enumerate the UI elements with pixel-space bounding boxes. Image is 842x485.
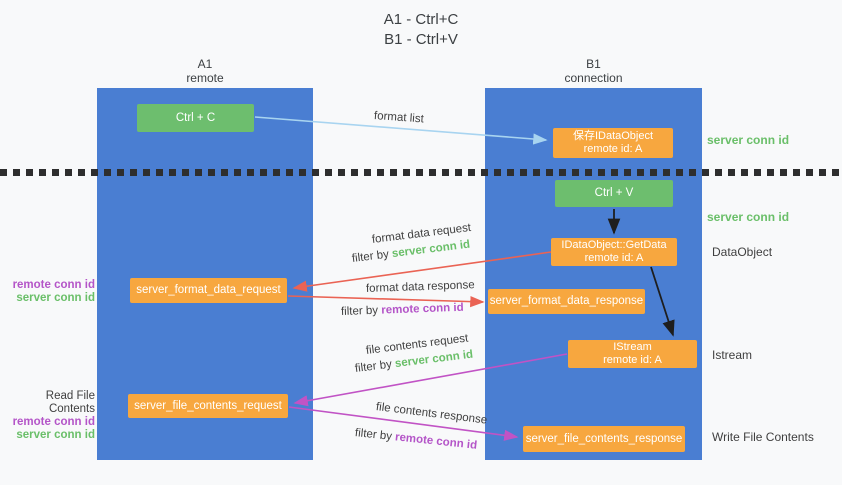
format-response-label: server_format_data_response	[489, 295, 644, 307]
write-file-contents-label: Write File Contents	[712, 430, 814, 444]
server-conn-id-label-1: server conn id	[16, 292, 95, 304]
remote-conn-id-filter-text-2: remote conn id	[394, 431, 478, 452]
filter-by-remote-conn-id-label-2: filter by remote conn id	[354, 427, 477, 452]
ctrl-c-node: Ctrl + C	[137, 104, 254, 132]
remote-conn-id-filter-text-1: remote conn id	[381, 301, 464, 317]
filter-by-remote-conn-id-label-1: filter by remote conn id	[341, 302, 464, 318]
idataobject-getdata-node: IDataObject::GetData remote id: A	[551, 238, 677, 266]
filter-by-text: filter by	[351, 248, 390, 265]
left-conn-id-block-1: remote conn id server conn id	[0, 279, 95, 305]
filter-by-text: filter by	[340, 304, 379, 318]
right-column-subtitle: connection	[564, 71, 623, 85]
file-contents-response-label: file contents response	[375, 401, 488, 427]
istream-line1: IStream	[613, 341, 652, 353]
format-request-label: server_format_data_request	[136, 284, 281, 296]
left-column-subtitle: remote	[186, 71, 224, 85]
filter-by-server-conn-id-label-1: filter by server conn id	[351, 239, 470, 265]
title-line-1: A1 - Ctrl+C	[383, 11, 459, 28]
filter-by-text: filter by	[354, 358, 393, 375]
getdata-line2: remote id: A	[584, 252, 644, 264]
left-conn-id-block-2: Read File Contents remote conn id server…	[0, 390, 95, 442]
istream-line2: remote id: A	[603, 354, 662, 366]
copy-paste-separator-dotted-line	[0, 169, 842, 176]
istream-side-label: Istream	[712, 348, 753, 362]
file-request-label: server_file_contents_request	[134, 399, 282, 412]
server-conn-id-label-2: server conn id	[16, 429, 95, 441]
server-file-contents-request-node: server_file_contents_request	[128, 394, 288, 418]
ctrl-v-label: Ctrl + V	[594, 187, 634, 199]
server-format-data-request-node: server_format_data_request	[130, 278, 287, 303]
diagram-title: A1 - Ctrl+C B1 - Ctrl+V	[0, 10, 842, 50]
left-column-name: A1	[197, 57, 213, 71]
title-line-2: B1 - Ctrl+V	[384, 31, 458, 48]
format-data-response-label: format data response	[365, 279, 475, 295]
dataobject-label: DataObject	[712, 245, 773, 259]
save-idataobject-line1: 保存IDataObject	[572, 130, 654, 142]
server-conn-id-label-mid: server conn id	[707, 210, 790, 224]
ctrl-c-label: Ctrl + C	[175, 111, 216, 124]
server-format-data-response-node: server_format_data_response	[488, 289, 645, 314]
server-file-contents-response-node: server_file_contents_response	[523, 426, 685, 452]
right-column-header: B1 connection	[485, 57, 702, 85]
remote-conn-id-label-1: remote conn id	[12, 279, 95, 291]
remote-conn-id-label-2: remote conn id	[12, 416, 95, 428]
getdata-line1: IDataObject::GetData	[561, 239, 667, 251]
right-column-name: B1	[586, 57, 601, 71]
istream-node: IStream remote id: A	[568, 340, 697, 368]
filter-by-text: filter by	[354, 427, 393, 443]
file-response-label: server_file_contents_response	[525, 432, 683, 445]
ctrl-v-node: Ctrl + V	[555, 180, 673, 207]
save-idataobject-node: 保存IDataObject remote id: A	[553, 128, 673, 158]
left-column-header: A1 remote	[97, 57, 313, 85]
read-file-contents-label: Read File Contents	[45, 390, 95, 415]
save-idataobject-line2: remote id: A	[583, 143, 643, 155]
server-conn-id-label-top: server conn id	[707, 133, 790, 147]
format-list-label: format list	[373, 110, 425, 126]
